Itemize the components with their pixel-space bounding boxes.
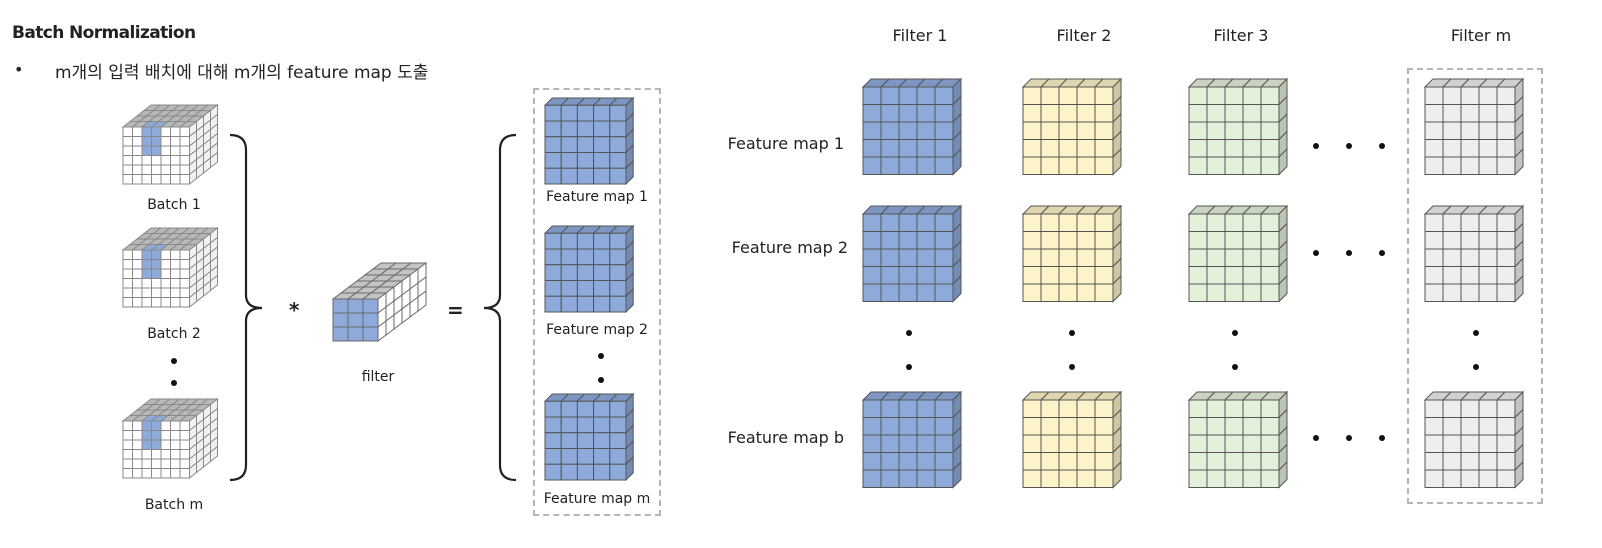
bullet-marker: • [14, 60, 24, 79]
horizontal-ellipsis-dot [1346, 143, 1352, 149]
horizontal-ellipsis-dot [1313, 143, 1319, 149]
vertical-ellipsis-dot [1232, 364, 1238, 370]
cube-filter-3-map-1 [1187, 77, 1289, 176]
vertical-ellipsis-dot [1069, 330, 1075, 336]
cube-filter-3-map-2 [1187, 204, 1289, 303]
convolution-operator: * [289, 298, 300, 322]
feature-map-ellipsis-dot [598, 353, 604, 359]
equals-operator: = [447, 298, 464, 322]
filter-label: filter [361, 369, 395, 385]
cube-filter-m-map-b [1423, 390, 1525, 489]
column-header-filter-m: Filter m [1450, 26, 1512, 45]
cube-filter-1-map-2 [861, 204, 963, 303]
feature-map-ellipsis-dot [598, 377, 604, 383]
cube-filter-2-map-1 [1021, 77, 1123, 176]
batch-group-bracket [229, 133, 263, 482]
horizontal-ellipsis-dot [1379, 143, 1385, 149]
batch-2-cube [121, 226, 219, 309]
batch-m-cube [121, 397, 219, 480]
column-header-filter-1: Filter 1 [892, 26, 948, 45]
batch-m-label: Batch m [144, 497, 204, 513]
batch-1-label: Batch 1 [147, 197, 201, 213]
feature-map-group-bracket [483, 133, 517, 482]
subtitle-text: m개의 입력 배치에 대해 m개의 feature map 도출 [55, 63, 429, 83]
vertical-ellipsis-dot [906, 330, 912, 336]
output-feature-map-1 [543, 96, 635, 186]
horizontal-ellipsis-dot [1313, 250, 1319, 256]
row-label-feature-map-1: Feature map 1 [727, 134, 844, 153]
batch-ellipsis-dot [171, 380, 177, 386]
output-feature-map-1-label: Feature map 1 [546, 189, 648, 205]
horizontal-ellipsis-dot [1379, 250, 1385, 256]
cube-filter-m-map-2 [1423, 204, 1525, 303]
column-header-filter-3: Filter 3 [1213, 26, 1269, 45]
cube-filter-3-map-b [1187, 390, 1289, 489]
output-feature-map-m [543, 392, 635, 482]
horizontal-ellipsis-dot [1346, 435, 1352, 441]
output-feature-map-2 [543, 224, 635, 314]
horizontal-ellipsis-dot [1379, 435, 1385, 441]
output-feature-map-m-label: Feature map m [543, 491, 651, 507]
cube-filter-1-map-1 [861, 77, 963, 176]
filter-cube [331, 262, 428, 342]
batch-1-cube [121, 103, 219, 186]
column-header-filter-2: Filter 2 [1056, 26, 1112, 45]
horizontal-ellipsis-dot [1346, 250, 1352, 256]
vertical-ellipsis-dot [1069, 364, 1075, 370]
page-title: Batch Normalization [12, 23, 196, 43]
vertical-ellipsis-dot [906, 364, 912, 370]
batch-2-label: Batch 2 [147, 326, 201, 342]
vertical-ellipsis-dot [1473, 364, 1479, 370]
vertical-ellipsis-dot [1473, 330, 1479, 336]
filter-m-column-box [1407, 68, 1543, 504]
vertical-ellipsis-dot [1232, 330, 1238, 336]
cube-filter-m-map-1 [1423, 77, 1525, 176]
horizontal-ellipsis-dot [1313, 435, 1319, 441]
row-label-feature-map-b: Feature map b [727, 428, 844, 447]
cube-filter-2-map-b [1021, 390, 1123, 489]
cube-filter-2-map-2 [1021, 204, 1123, 303]
output-feature-maps-box [533, 88, 661, 516]
cube-filter-1-map-b [861, 390, 963, 489]
row-label-feature-map-2: Feature map 2 [731, 238, 848, 257]
batch-ellipsis-dot [171, 358, 177, 364]
output-feature-map-2-label: Feature map 2 [546, 322, 648, 338]
